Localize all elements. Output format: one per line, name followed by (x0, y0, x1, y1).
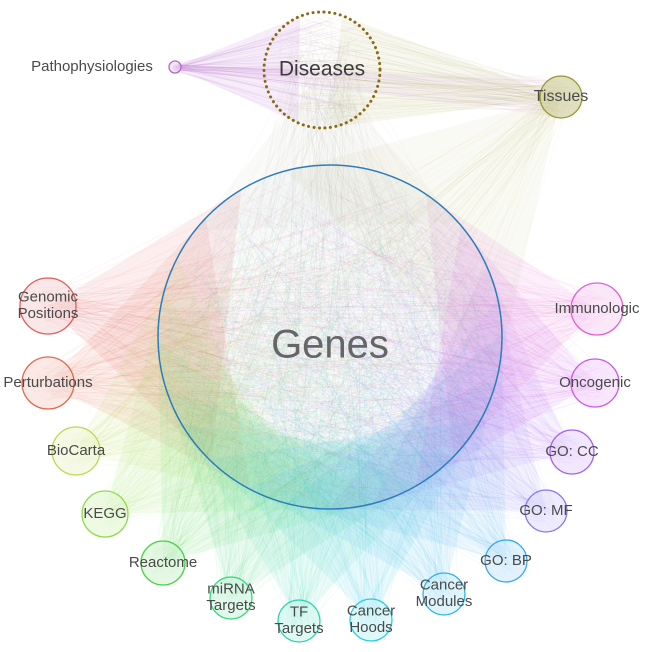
node-mirna-targets[interactable] (209, 576, 253, 620)
edge-wedge-genomic-positions-genes (48, 189, 242, 462)
label-genes: Genes (271, 323, 389, 367)
edge-wedge-tissues-diseases (329, 15, 561, 128)
edge-bundle-biocarta-genes (59, 170, 490, 486)
node-tf-targets[interactable] (277, 599, 321, 643)
edge-wedge-cancer-hoods-genes (208, 419, 481, 620)
label-immunologic: Immunologic (554, 300, 640, 317)
edge-bundle-genomic-positions-genes (28, 182, 489, 498)
node-genes[interactable] (157, 164, 503, 510)
edge-bundle-pathophysiologies-diseases (171, 19, 378, 116)
edge-wedge-oncogenic-genes (415, 225, 595, 487)
edge-wedge-go-cc-genes (373, 265, 572, 504)
label-biocarta: BioCarta (47, 442, 106, 459)
edge-wedge-pathophysiologies-tissues (175, 67, 562, 118)
node-tissues[interactable] (539, 75, 583, 119)
edge-bundle-mirna-targets-genes (167, 173, 495, 613)
edge-bundle-genes-genes (161, 165, 498, 501)
edge-bundle-pathophysiologies-tissues (171, 63, 579, 116)
label-oncogenic: Oncogenic (559, 374, 631, 391)
label-perturbations: Perturbations (3, 374, 92, 391)
edge-wedge-reactome-genes (158, 340, 377, 563)
nodes (19, 10, 624, 643)
edge-wedge-tf-targets-genes (182, 425, 456, 621)
node-genomic-positions[interactable] (19, 277, 77, 335)
node-immunologic[interactable] (570, 282, 624, 336)
node-oncogenic[interactable] (570, 358, 620, 408)
edge-bundle-oncogenic-genes (193, 177, 611, 493)
edge-wedge-immunologic-genes (425, 194, 597, 457)
labels: Genes Diseases PathophysiologiesTissuesGen… (3, 58, 640, 638)
label-go-cc: GO: CC (545, 443, 599, 460)
edge-wedge-mirna-targets-genes (165, 388, 420, 598)
edge-bundle-go-mf-genes (164, 181, 560, 526)
node-go-mf[interactable] (524, 489, 568, 533)
edge-wedge-cancer-modules-genes (248, 378, 498, 594)
edge-bundle-cancer-hoods-genes (184, 168, 487, 635)
node-go-cc[interactable] (549, 429, 595, 475)
label-go-mf: GO: MF (519, 502, 572, 519)
edge-wedge-go-mf-genes (328, 298, 546, 511)
node-reactome[interactable] (140, 540, 186, 586)
node-kegg[interactable] (81, 490, 129, 538)
edge-wedge-kegg-genes (105, 292, 334, 514)
label-go-bp: GO: BP (480, 552, 532, 569)
edge-bundle-tf-targets-genes (190, 177, 482, 635)
node-diseases[interactable] (262, 10, 382, 130)
edge-wedge-biocarta-genes (76, 257, 289, 504)
node-biocarta[interactable] (51, 426, 101, 476)
label-tissues: Tissues (534, 88, 589, 105)
edge-bundle-immunologic-genes (163, 178, 616, 496)
edge-bundle-tissues-genes (187, 82, 576, 496)
edge-wedge-go-bp-genes (286, 333, 506, 561)
label-diseases: Diseases (279, 58, 365, 81)
node-cancer-modules[interactable] (422, 572, 466, 616)
edge-bundle-diseases-diseases (269, 12, 372, 126)
node-cancer-hoods[interactable] (349, 598, 393, 642)
label-kegg: KEGG (83, 505, 126, 522)
node-go-bp[interactable] (484, 539, 528, 583)
edge-bundle-go-bp-genes (162, 185, 520, 575)
edge-bundle-perturbations-genes (30, 180, 492, 506)
edge-bundle-tissues-diseases (267, 17, 576, 122)
edge-wedge-perturbations-genes (48, 218, 250, 490)
edge-wedge-pathophysiologies-diseases (175, 16, 301, 123)
edge-bundle-diseases-genes (167, 30, 485, 504)
edge-bundle-kegg-genes (89, 186, 465, 529)
label-pathophysiologies: Pathophysiologies (31, 58, 153, 75)
node-perturbations[interactable] (21, 356, 75, 410)
edge-bundle-reactome-genes (148, 173, 482, 579)
label-reactome: Reactome (129, 554, 197, 571)
edge-lines (28, 12, 616, 635)
node-pathophysiologies[interactable] (168, 60, 182, 74)
edge-wedge-diseases-genes (195, 70, 459, 231)
